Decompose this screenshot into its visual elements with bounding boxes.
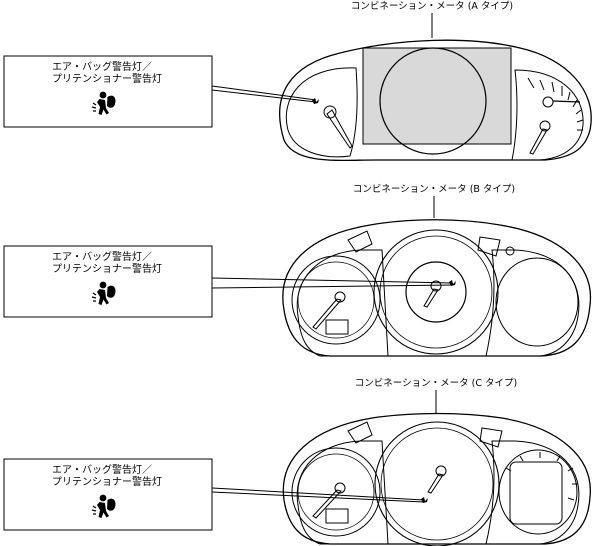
cluster-c-left-gauge-inner <box>297 453 375 531</box>
cluster-c-center-inner <box>380 427 494 541</box>
panel-c: コンビネーション・メータ (C タイプ) エア・バッグ警告灯／ プリテンショナー… <box>3 378 591 546</box>
panel-b-caption: コンビネーション・メータ (B タイプ) <box>353 184 515 195</box>
callout-a-line1: エア・バッグ警告灯／ <box>52 60 152 73</box>
cluster-c-left-upper-tab <box>347 421 373 444</box>
callout-a-leader-top <box>211 85 317 101</box>
callout-a-box <box>3 55 213 128</box>
cluster-b-left-display <box>325 319 349 335</box>
callout-b-leader-top <box>211 277 453 284</box>
cluster-a-left-needle <box>326 109 353 149</box>
cluster-c-center-outer <box>374 421 500 546</box>
cluster-a-right-ticks <box>527 77 584 131</box>
callout-b-box <box>3 245 213 318</box>
panel-a: コンビネーション・メータ (A タイプ) エア・バッグ警告灯／ プリテンショナー… <box>3 1 592 162</box>
cluster-c-right-display <box>509 461 563 525</box>
cluster-b-right-upper-tab <box>477 236 501 257</box>
callout-b-line2: プリテンショナー警告灯 <box>52 262 162 275</box>
callout-c-line2: プリテンショナー警告灯 <box>52 475 162 488</box>
cluster-a-center-display <box>362 47 512 145</box>
panel-a-caption: コンビネーション・メータ (A タイプ) <box>351 1 513 12</box>
cluster-a-right-needle-lower <box>529 128 548 155</box>
callout-c-leader-bottom <box>211 491 425 503</box>
cluster-b-right-indicator <box>505 246 515 256</box>
cluster-a-airbag-indicator-icon <box>312 98 319 104</box>
cluster-c-center-needle <box>427 473 444 494</box>
cluster-b-right-gauge <box>495 257 579 347</box>
cluster-a-right-hub-lower <box>539 120 551 132</box>
cluster-b-center-outer <box>373 229 499 355</box>
cluster-b-left-needle <box>312 298 342 330</box>
cluster-a-right-gauge <box>511 69 584 161</box>
callout-c-line1: エア・バッグ警告灯／ <box>52 463 152 476</box>
cluster-c-right-bezel <box>485 440 580 545</box>
cluster-c-left-gauge <box>291 447 381 537</box>
cluster-b-left-upper-tab <box>347 230 373 253</box>
callout-c-box <box>3 458 213 531</box>
callout-b-leader-bottom <box>211 284 453 289</box>
cluster-a-right-hub-upper <box>542 96 554 108</box>
cluster-c-left-needle <box>312 489 342 519</box>
cluster-b-center-needle <box>423 288 439 308</box>
panel-c-caption: コンビネーション・メータ (C タイプ) <box>355 378 517 389</box>
cluster-a-right-needle-upper <box>552 100 581 103</box>
cluster-c-left-hub <box>334 482 346 494</box>
cluster-b-left-bezel <box>296 249 389 357</box>
cluster-c-center-hub <box>435 465 447 477</box>
cluster-a-left-gauge <box>285 67 358 158</box>
cluster-c-right-upper-tab <box>479 427 503 448</box>
callout-b-line1: エア・バッグ警告灯／ <box>52 250 152 263</box>
cluster-c-right-gauge <box>498 449 578 535</box>
cluster-c-right-ticks <box>505 452 578 501</box>
callout-a-leader-bottom <box>211 89 317 103</box>
cluster-a-housing <box>279 39 592 162</box>
cluster-b-right-bezel <box>485 249 580 357</box>
cluster-b-left-gauge <box>291 255 381 345</box>
cluster-b-center-inner <box>379 235 493 349</box>
cluster-b-left-hub <box>334 291 346 303</box>
cluster-c-left-display <box>325 508 349 524</box>
cluster-a-center-ring <box>379 47 487 155</box>
cluster-b-center-ring <box>405 261 467 323</box>
panel-b: コンビネーション・メータ (B タイプ) エア・バッグ警告灯／ プリテンショナー… <box>3 184 592 357</box>
callout-a-line2: プリテンショナー警告灯 <box>52 72 162 85</box>
callout-c-leader-top <box>211 487 425 501</box>
cluster-b-housing <box>282 219 592 357</box>
cluster-b-center-hub <box>430 280 442 292</box>
